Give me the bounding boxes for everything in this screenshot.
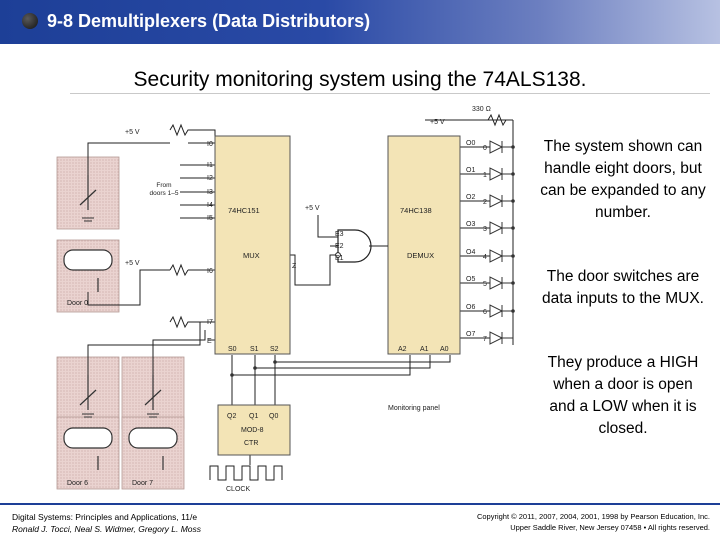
led-number-7: 7 [483,336,487,343]
plus5v-label-4: +5 V [430,119,445,126]
door-switch-group [56,156,185,490]
mux-input-i5: I5 [207,215,213,222]
counter-out-q0: Q0 [269,413,278,420]
footer-copyright-block: Copyright © 2011, 2007, 2004, 2001, 1998… [404,511,710,533]
text-block-levels: They produce a HIGH when a door is open … [547,354,699,437]
mux-part-label: 74HC151 [228,206,260,215]
demux-out-o3: O3 [466,221,475,228]
demux-out-o2: O2 [466,194,475,201]
bullet-icon [22,13,38,29]
door-label-7: Door 7 [132,480,153,487]
slide-title: 9-8 Demultiplexers (Data Distributors) [47,11,371,31]
inverter-bubble [335,252,341,258]
security-system-diagram: 330 Ω +5 V +5 V +5 V +5 V 74HC151 MUX 74… [56,106,515,493]
demux-chip [387,135,461,355]
wiring [87,119,514,465]
demux-addr-a1: A1 [420,346,429,353]
demux-out-o4: O4 [466,249,475,256]
counter-chip [217,404,291,456]
plus5v-label-2: +5 V [125,260,140,267]
footer-authors: Ronald J. Tocci, Neal S. Widmer, Gregory… [12,524,202,534]
slide-subtitle: Security monitoring system using the 74A… [133,68,587,91]
led-number-4: 4 [483,254,487,261]
mux-name-label: MUX [243,251,260,260]
clock-label: CLOCK [226,486,250,493]
door-label-0: Door 0 [67,300,88,307]
title-bar: 9-8 Demultiplexers (Data Distributors) [0,0,720,44]
mux-output-label: Z [292,263,297,270]
footer-address: Upper Saddle River, New Jersey 07458 • A… [510,523,710,532]
demux-out-o6: O6 [466,304,475,311]
plus5v-label-1: +5 V [125,129,140,136]
footer-copyright: Copyright © 2011, 2007, 2004, 2001, 1998… [476,512,710,521]
led-number-0: 0 [483,145,487,152]
mux-select-s1: S1 [250,346,259,353]
subtitle-divider [70,93,710,94]
and-gate [337,229,372,263]
mux-input-i2: I2 [207,175,213,182]
demux-enable-e1: E1 [335,255,344,262]
mux-select-s2: S2 [270,346,279,353]
resistor-value-label: 330 Ω [472,106,491,113]
monitoring-panel-label: Monitoring panel [388,405,440,412]
door-label-6: Door 6 [67,480,88,487]
demux-enable-e3: E3 [335,231,344,238]
led-number-1: 1 [483,172,487,179]
demux-enable-e2: E2 [335,243,344,250]
demux-part-label: 74HC138 [400,206,432,215]
led-number-3: 3 [483,226,487,233]
text-block-capacity: The system shown can handle eight doors,… [540,138,706,221]
plus5v-label-3: +5 V [305,205,320,212]
mux-enable-label: E [207,338,212,345]
demux-out-o0: O0 [466,140,475,147]
mux-input-i4: I4 [207,202,213,209]
footer-divider [0,503,720,505]
led-group [489,140,513,345]
from-doors-label: From doors 1–5 [149,182,179,197]
demux-addr-a2: A2 [398,346,407,353]
counter-out-q2: Q2 [227,413,236,420]
mux-select-s0: S0 [228,346,237,353]
mux-input-i7: I7 [207,319,213,326]
resistor-group [169,113,513,329]
junction-dots [230,145,515,377]
demux-name-label: DEMUX [407,251,434,260]
footer-book: Digital Systems: Principles and Applicat… [12,512,198,522]
text-block-inputs: The door switches are data inputs to the… [542,268,704,307]
demux-out-o7: O7 [466,331,475,338]
demux-addr-a0: A0 [440,346,449,353]
counter-type-label: CTR [244,440,258,447]
mux-input-i0: I0 [207,141,213,148]
led-number-6: 6 [483,309,487,316]
mux-input-i6: I6 [207,268,213,275]
mux-input-i3: I3 [207,189,213,196]
led-number-2: 2 [483,199,487,206]
counter-out-q1: Q1 [249,413,258,420]
mux-chip [214,135,291,355]
counter-name-label: MOD-8 [241,427,264,434]
clock-waveform [209,465,283,481]
demux-out-o1: O1 [466,167,475,174]
led-number-5: 5 [483,281,487,288]
footer-citation: Digital Systems: Principles and Applicat… [12,511,201,535]
demux-out-o5: O5 [466,276,475,283]
mux-input-i1: I1 [207,162,213,169]
